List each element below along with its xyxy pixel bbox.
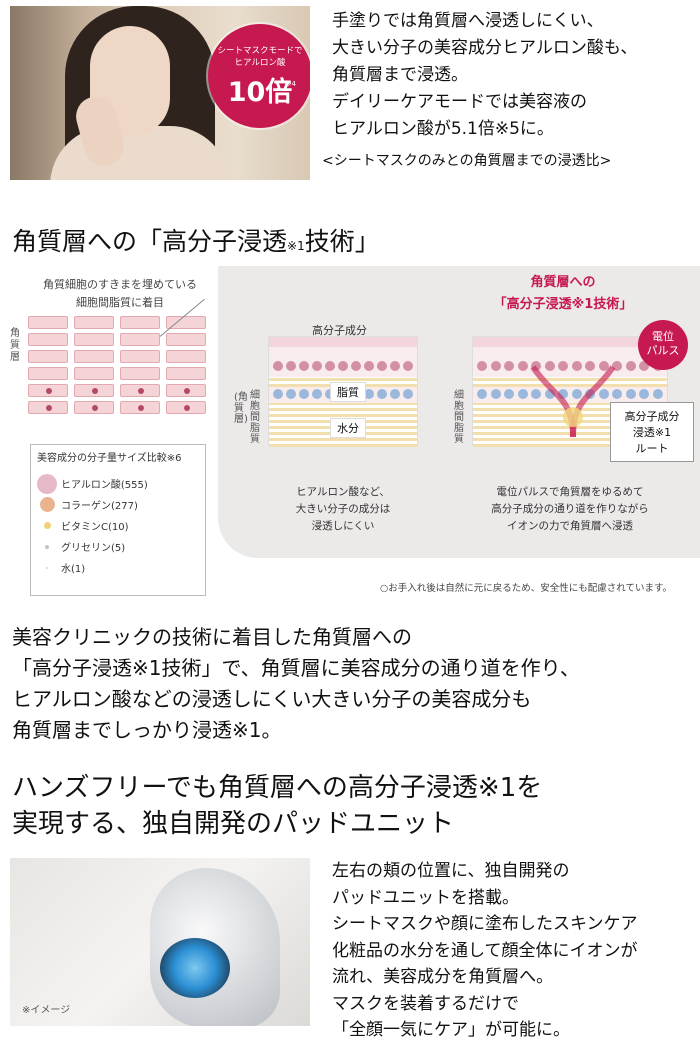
body-line: 「高分子浸透※1技術」で、角質層に美容成分の通り道を作り、	[12, 656, 580, 680]
corneocyte-cell	[28, 333, 68, 346]
molecule-size-row: ヒアルロン酸(555)	[37, 473, 148, 494]
section-heading-technology: 角質層への「高分子浸透※1技術」	[12, 227, 380, 256]
body-line: 角質層までしっかり浸透※1。	[12, 718, 282, 742]
molecule-size-row: ビタミンC(10)	[39, 515, 148, 536]
corneocyte-cell	[74, 333, 114, 346]
corneocyte-cell	[74, 367, 114, 380]
intro-line: デイリーケアモードでは美容液の	[332, 92, 587, 112]
badge-line-2: ヒアルロン酸	[234, 58, 286, 68]
corneocyte-cell	[166, 384, 206, 397]
pad-line: 化粧品の水分を通して顔全体にイオンが	[332, 940, 638, 961]
route-box: 高分子成分 浸透※1 ルート	[610, 402, 694, 462]
pad-unit-image: ※イメージ	[10, 858, 310, 1026]
intro-line: 角質層まで浸透。	[332, 65, 468, 85]
corneocyte-cell	[166, 350, 206, 363]
water-label: 水分	[330, 418, 366, 438]
corneocyte-cell	[74, 350, 114, 363]
panel2-vlabel: 細胞間脂質	[454, 390, 464, 445]
pad-line: 「全顔一気にケア」が可能に。	[332, 1020, 570, 1040]
body-line: ヒアルロン酸などの浸透しにくい大きい分子の美容成分も	[12, 687, 532, 711]
pad-unit-glow	[160, 938, 230, 998]
molecule-label: 水(1)	[61, 564, 86, 575]
hero-photo: シートマスクモードで ヒアルロン酸 10倍 ※4	[10, 6, 310, 180]
intro-caption: <シートマスクのみとの角質層までの浸透比>	[322, 153, 612, 169]
stratum-corneum-cells	[28, 316, 210, 414]
molecule-label: グリセリン(5)	[61, 543, 126, 554]
electric-pulse-badge: 電位 パルス	[638, 320, 688, 370]
intro-line: 手塗りでは角質層へ浸透しにくい、	[332, 11, 604, 31]
corneocyte-cell	[120, 384, 160, 397]
corneocyte-cell	[120, 350, 160, 363]
badge-note: ※4	[285, 80, 296, 88]
molecule-ball-icon	[46, 566, 48, 569]
molecule-size-row: 水(1)	[39, 557, 148, 578]
panel2-caption: 電位パルスで角質層をゆるめて 高分子成分の通り道を作りながら イオンの力で角質層…	[491, 486, 649, 532]
pad-line: マスクを装着するだけで	[332, 993, 519, 1014]
molecule-size-row: グリセリン(5)	[39, 536, 148, 557]
panel1-vlabel-2: (角質層)	[234, 392, 248, 425]
molecule-label: ヒアルロン酸(555)	[61, 480, 148, 491]
molecule-ball-icon	[43, 522, 51, 529]
badge-line-1: シートマスクモードで	[217, 46, 303, 56]
corneocyte-cell	[120, 316, 160, 329]
body-line: 美容クリニックの技術に着目した角質層への	[12, 625, 412, 649]
corneocyte-cell	[28, 401, 68, 414]
corneocyte-cell	[120, 333, 160, 346]
pad-line: 流れ、美容成分を角質層へ。	[332, 967, 554, 987]
cells-vertical-label: 角質層	[10, 328, 20, 363]
molecule-label: コラーゲン(277)	[61, 501, 138, 512]
corneocyte-cell	[166, 367, 206, 380]
pad-description: 左右の頬の位置に、独自開発の パッドユニットを搭載。 シートマスクや顔に塗布した…	[332, 858, 694, 1044]
pulse-arrows	[530, 365, 616, 438]
corneocyte-cell	[28, 367, 68, 380]
penetration-diagram: 角質細胞のすきまを埋めている 細胞間脂質に着目 角質層 美容成分の分子量サイズ比…	[10, 266, 700, 606]
molecule-size-row: コラーゲン(277)	[39, 494, 148, 515]
corneocyte-cell	[74, 401, 114, 414]
pad-line: 左右の頬の位置に、独自開発の	[332, 861, 570, 881]
corneocyte-cell	[28, 350, 68, 363]
corneocyte-cell	[120, 401, 160, 414]
panel1-top-label: 高分子成分	[312, 324, 367, 337]
badge-value: 10倍	[227, 77, 293, 108]
intro-text: 手塗りでは角質層へ浸透しにくい、 大きい分子の美容成分ヒアルロン酸も、 角質層ま…	[332, 8, 692, 143]
intro-line: 大きい分子の美容成分ヒアルロン酸も、	[332, 38, 638, 58]
corneocyte-cell	[28, 384, 68, 397]
molecule-label: ビタミンC(10)	[61, 522, 129, 533]
panel1-caption: ヒアルロン酸など、 大きい分子の成分は 浸透しにくい	[295, 486, 391, 532]
panel1-vlabel: 細胞間脂質	[250, 390, 260, 445]
molecule-ball-icon	[45, 544, 49, 549]
corneocyte-cell	[166, 333, 206, 346]
molecule-ball-icon	[37, 473, 57, 494]
molecule-size-comparison: 美容成分の分子量サイズ比較※6 ヒアルロン酸(555) コラーゲン(277) ビタミ…	[30, 444, 206, 596]
corneocyte-cell	[28, 316, 68, 329]
lipid-label: 脂質	[330, 382, 366, 402]
corneocyte-cell	[74, 384, 114, 397]
size-title: 美容成分の分子量サイズ比較※6	[37, 453, 182, 464]
ten-times-badge: シートマスクモードで ヒアルロン酸 10倍 ※4	[208, 24, 310, 128]
pad-line: パッドユニットを搭載。	[332, 887, 519, 908]
molecule-ball-icon	[39, 497, 55, 512]
image-note: ※イメージ	[22, 1005, 71, 1016]
pulse-title: 角質層への 「高分子浸透※1技術」	[493, 275, 633, 312]
safety-footnote: ○お手入れ後は自然に元に戻るため、安全性にも配慮されています。	[380, 583, 673, 594]
pad-line: シートマスクや顔に塗布したスキンケア	[332, 914, 638, 934]
section-heading-pad-unit: ハンズフリーでも角質層への高分子浸透※1を 実現する、独自開発のパッドユニット	[12, 773, 543, 839]
technology-description: 美容クリニックの技術に着目した角質層への 「高分子浸透※1技術」で、角質層に美容…	[12, 622, 580, 746]
panel-with-pulse	[472, 336, 668, 447]
corneocyte-cell	[166, 316, 206, 329]
corneocyte-cell	[74, 316, 114, 329]
intro-line: ヒアルロン酸が5.1倍※5に。	[332, 119, 554, 139]
corneocyte-cell	[120, 367, 160, 380]
corneocyte-cell	[166, 401, 206, 414]
cells-caption: 角質細胞のすきまを埋めている 細胞間脂質に着目	[43, 278, 197, 309]
panel-without-pulse	[268, 336, 418, 447]
